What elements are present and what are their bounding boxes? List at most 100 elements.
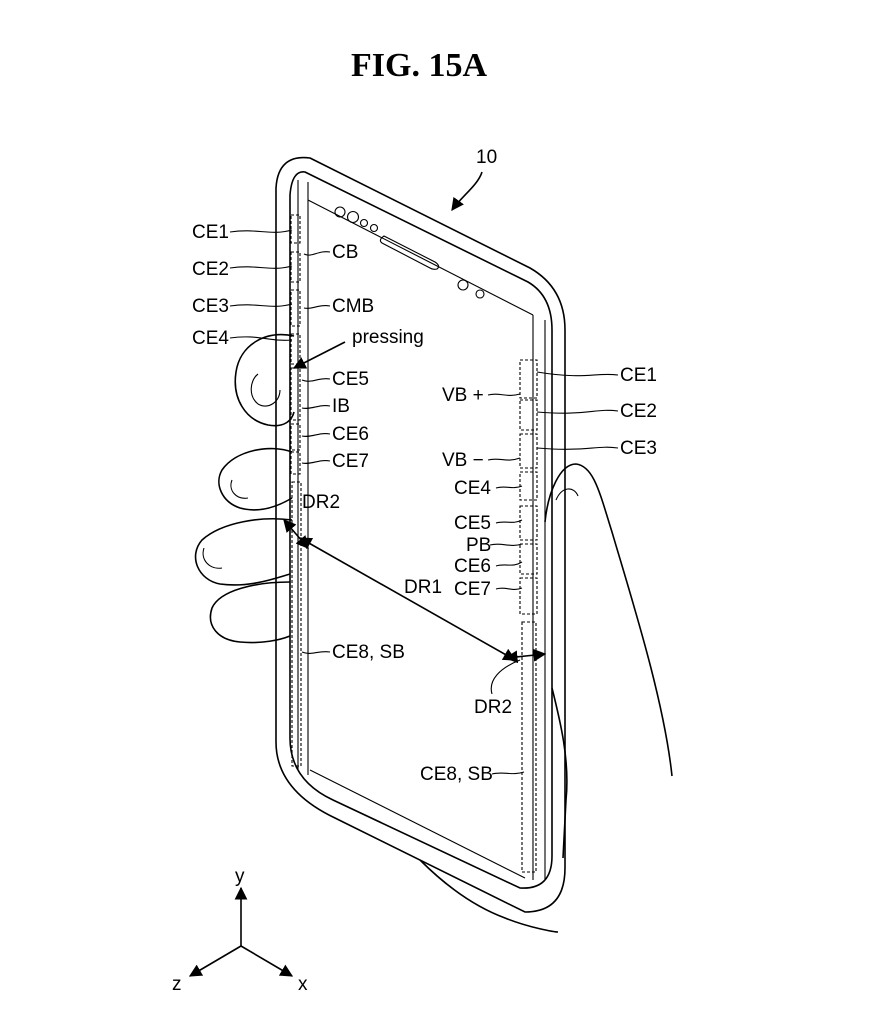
thumb — [234, 334, 295, 427]
right-ce2-region — [519, 399, 538, 431]
sensor-hole — [334, 206, 346, 218]
left-ce4-region — [290, 333, 301, 365]
dr1-label: DR1 — [404, 577, 442, 598]
left-ce4-label: CE4 — [192, 328, 229, 349]
leader — [229, 303, 293, 307]
right-palm-edge — [551, 687, 568, 859]
screen-bottom-line — [309, 769, 526, 879]
leader — [229, 229, 293, 233]
z-axis-label: z — [172, 974, 182, 995]
right-dr2-label: DR2 — [474, 697, 512, 718]
left-ce2-region — [290, 251, 301, 283]
right-dr2-arrow — [504, 648, 547, 664]
vb-minus-label: VB − — [442, 450, 484, 471]
cmb-label: CMB — [332, 296, 374, 317]
right-thumb-and-palm — [544, 463, 673, 777]
right-hand — [419, 463, 673, 933]
leader — [495, 561, 523, 567]
left-ce8-region — [291, 481, 302, 767]
left-ce8sb-label: CE8, SB — [332, 642, 405, 663]
earpiece-speaker — [379, 235, 440, 270]
reference-pointer — [451, 171, 483, 212]
sensor-hole — [457, 279, 469, 291]
leader — [536, 371, 619, 377]
leader — [303, 305, 331, 309]
left-ce6-label: CE6 — [332, 424, 369, 445]
leader — [536, 446, 619, 450]
right-ce6-label: CE6 — [454, 556, 491, 577]
left-dr2-arrow — [283, 519, 309, 549]
sensor-hole — [359, 218, 369, 228]
finger-1 — [218, 447, 293, 511]
leader — [301, 433, 331, 437]
left-ce3-label: CE3 — [192, 296, 229, 317]
left-ce7-label: CE7 — [332, 451, 369, 472]
leader — [490, 659, 521, 695]
phone-device — [275, 156, 566, 913]
front-camera — [346, 210, 360, 224]
leader — [495, 519, 523, 524]
leader — [301, 405, 331, 409]
ib-label: IB — [332, 396, 350, 417]
left-dr2-label: DR2 — [302, 492, 340, 513]
right-ce3-region — [519, 433, 538, 469]
cb-label: CB — [332, 242, 358, 263]
x-axis-label: x — [298, 974, 308, 995]
left-ce1-label: CE1 — [192, 222, 229, 243]
right-ce1-label: CE1 — [620, 365, 657, 386]
leader — [229, 265, 293, 269]
leader — [301, 651, 331, 654]
left-hand — [194, 334, 295, 644]
leader — [489, 543, 523, 546]
reference-number: 10 — [476, 147, 497, 168]
leader — [491, 771, 525, 775]
right-ce5-region — [519, 505, 538, 541]
right-ce2-label: CE2 — [620, 401, 657, 422]
leader — [301, 378, 331, 382]
leader — [301, 460, 331, 464]
finger-1-nail — [230, 479, 249, 499]
right-ce4-label: CE4 — [454, 478, 491, 499]
leader — [536, 409, 619, 414]
left-ce3-region — [290, 289, 301, 327]
leader — [229, 336, 293, 341]
screen-top-line — [307, 199, 534, 316]
finger-3 — [209, 581, 291, 644]
dr1-arrow — [298, 537, 517, 661]
right-ce7-region — [519, 577, 538, 615]
pressing-label: pressing — [352, 327, 424, 348]
thumbnail — [250, 373, 281, 407]
left-ce5-region — [290, 367, 301, 421]
y-axis-label: y — [235, 866, 245, 887]
finger-2-nail — [202, 547, 223, 569]
finger-2 — [194, 518, 293, 586]
right-ce5-label: CE5 — [454, 513, 491, 534]
leader — [495, 587, 523, 590]
right-ce1-region — [519, 359, 538, 399]
leader — [487, 457, 521, 461]
left-ce2-label: CE2 — [192, 259, 229, 280]
vb-plus-label: VB + — [442, 385, 484, 406]
coordinate-axes: y z x — [172, 866, 308, 995]
right-ce3-label: CE3 — [620, 438, 657, 459]
right-palm-bottom — [419, 859, 559, 933]
figure-title: FIG. 15A — [351, 47, 487, 84]
z-axis — [188, 945, 242, 977]
leader — [495, 485, 523, 489]
sensor-hole — [475, 289, 485, 299]
right-ce6-region — [519, 543, 538, 575]
left-ce1-region — [290, 214, 301, 244]
right-ce4-region — [519, 471, 538, 501]
pb-label: PB — [466, 535, 491, 556]
x-axis — [240, 945, 294, 977]
pressing-arrow — [292, 341, 346, 369]
leader — [303, 251, 331, 256]
right-ce7-label: CE7 — [454, 579, 491, 600]
phone-inner-edge — [289, 171, 553, 889]
right-ce8sb-label: CE8, SB — [420, 764, 493, 785]
leader — [487, 393, 521, 396]
right-thumbnail — [555, 488, 579, 501]
left-ce5-label: CE5 — [332, 369, 369, 390]
left-ce6-region — [290, 423, 301, 451]
